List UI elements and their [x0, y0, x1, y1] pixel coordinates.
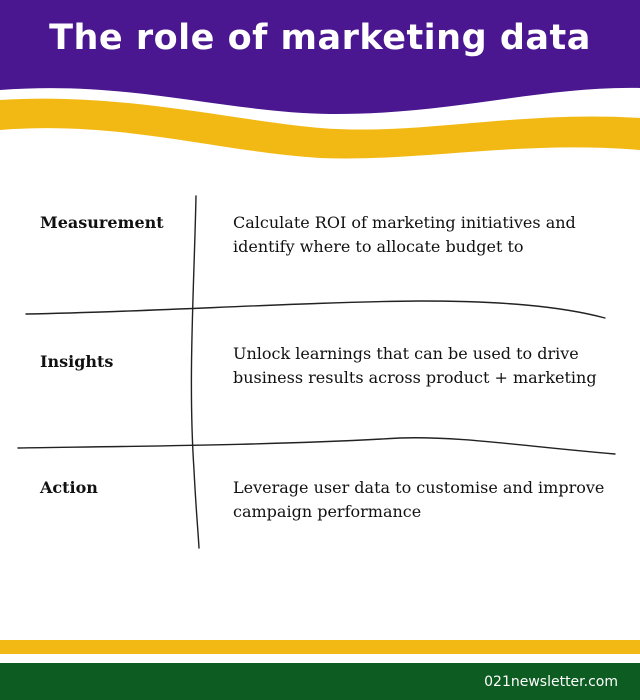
header-yellow-wave — [0, 98, 640, 159]
grid-lines — [17, 195, 616, 549]
page-title: The role of marketing data — [49, 18, 591, 58]
row-label-measurement: Measurement — [40, 213, 164, 232]
footer-bar — [0, 663, 640, 700]
header-banner — [0, 0, 640, 159]
row-description-measurement: Calculate ROI of marketing initiatives a… — [233, 213, 576, 256]
horizontal-divider-2 — [17, 437, 616, 455]
vertical-divider — [190, 195, 200, 549]
row-label-insights: Insights — [40, 352, 114, 371]
footer-site-link[interactable]: 021newsletter.com — [484, 674, 618, 690]
horizontal-divider-1 — [25, 300, 606, 319]
row-description-action: Leverage user data to customise and impr… — [233, 478, 605, 521]
row-label-action: Action — [40, 478, 98, 497]
footer-accent-stripe — [0, 640, 640, 654]
row-description-insights: Unlock learnings that can be used to dri… — [233, 344, 597, 387]
header-purple-band — [0, 0, 640, 115]
